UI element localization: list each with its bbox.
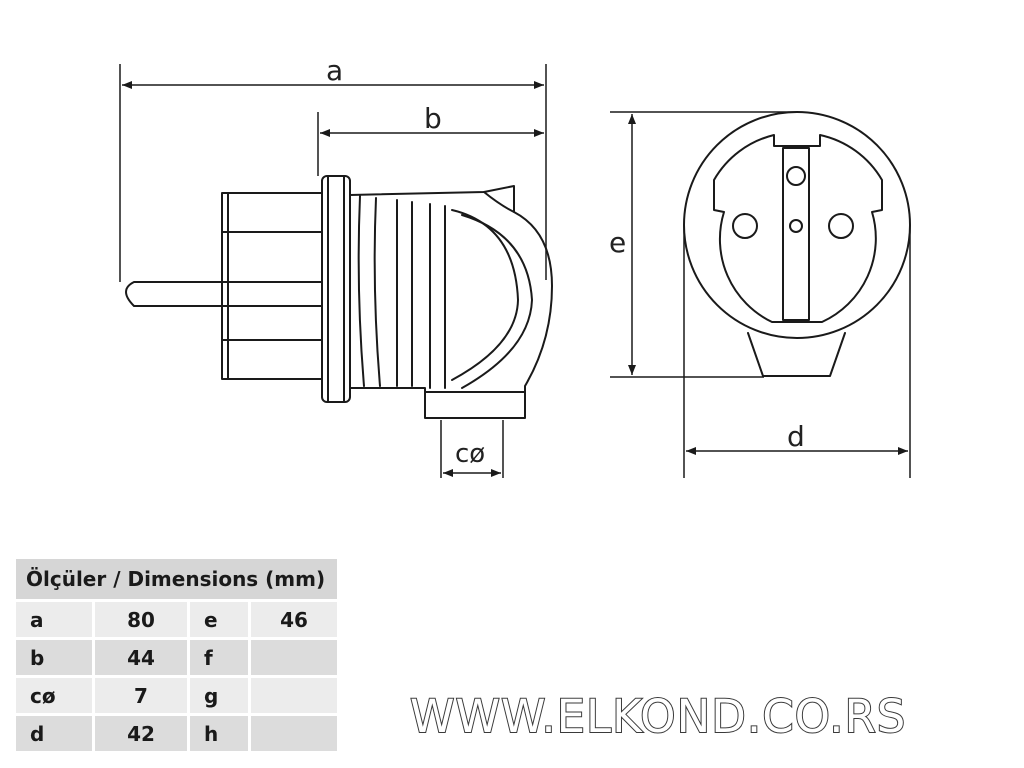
table-key: e <box>187 602 248 637</box>
table-title: Ölçüler / Dimensions (mm) <box>16 559 337 599</box>
plug-face <box>221 192 323 380</box>
table-row: cø 7 g <box>16 678 337 713</box>
front-socket-recess <box>713 134 883 323</box>
label-a: a <box>326 54 343 87</box>
table-key: h <box>187 716 248 751</box>
website-watermark: WWW.ELKOND.CO.RS <box>409 689 907 744</box>
dimension-a <box>119 64 547 282</box>
table-key: f <box>187 640 248 675</box>
table-key: d <box>16 716 92 751</box>
plug-flange <box>321 175 351 403</box>
front-pin-hole-left <box>732 213 758 239</box>
dimensions-table: Ölçüler / Dimensions (mm) a 80 e 46 b 44… <box>16 556 337 754</box>
table-value: 7 <box>92 678 187 713</box>
table-key: g <box>187 678 248 713</box>
label-d: d <box>787 420 805 453</box>
table-key: a <box>16 602 92 637</box>
table-row: a 80 e 46 <box>16 602 337 637</box>
plug-pin <box>125 281 223 307</box>
plug-front-view <box>683 111 911 377</box>
table-value <box>248 640 337 675</box>
dimension-e <box>610 111 797 378</box>
label-e: e <box>609 226 626 259</box>
dimension-d <box>683 226 911 478</box>
table-value <box>248 678 337 713</box>
front-pin-hole-right <box>828 213 854 239</box>
plug-side-view <box>125 175 553 419</box>
dimension-c <box>440 420 504 478</box>
table-value <box>248 716 337 751</box>
label-b: b <box>424 102 442 135</box>
table-row: b 44 f <box>16 640 337 675</box>
plug-body <box>349 185 553 419</box>
table-value: 42 <box>92 716 187 751</box>
table-row: d 42 h <box>16 716 337 751</box>
table-key: b <box>16 640 92 675</box>
table-value: 46 <box>248 602 337 637</box>
front-cable-exit <box>747 332 846 377</box>
dimension-b <box>317 112 544 176</box>
table-key: cø <box>16 678 92 713</box>
label-c: cø <box>455 439 485 469</box>
table-value: 44 <box>92 640 187 675</box>
table-value: 80 <box>92 602 187 637</box>
